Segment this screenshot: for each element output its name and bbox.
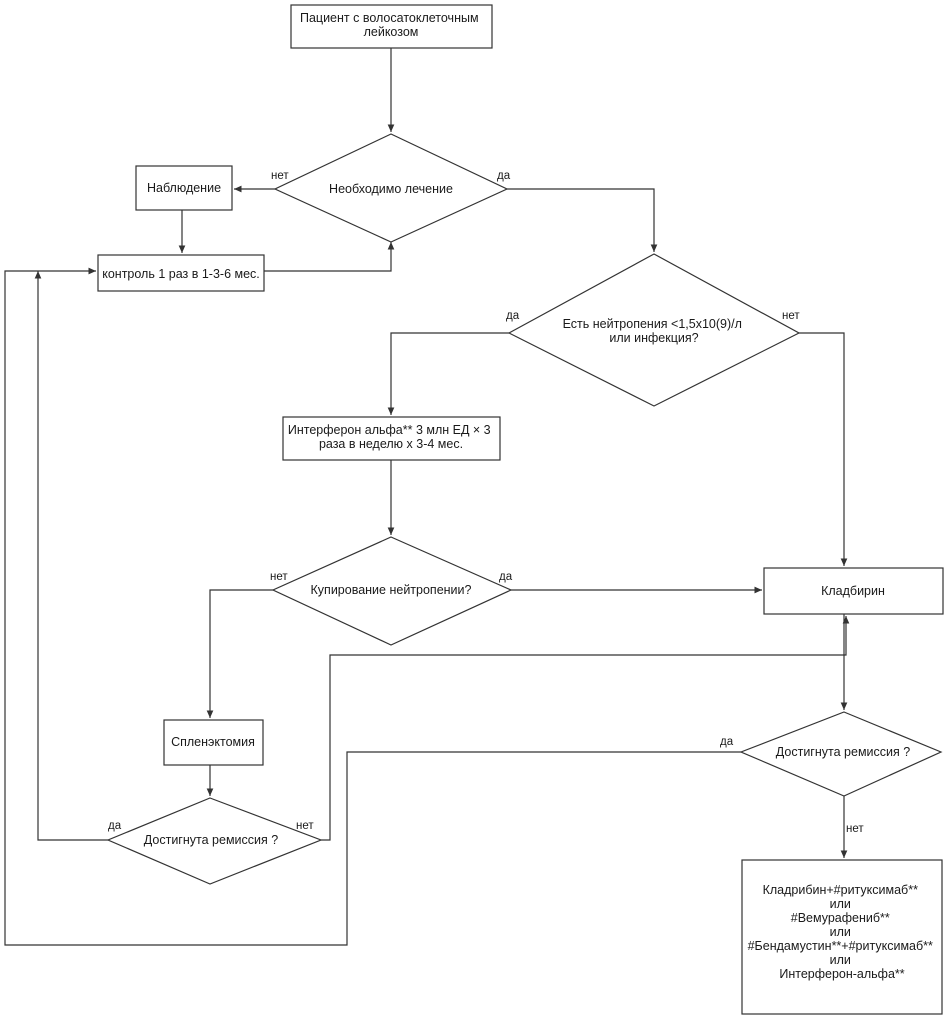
- svg-text:Необходимо лечение: Необходимо лечение: [329, 182, 453, 196]
- decision-need-treatment: Необходимо лечение: [273, 133, 509, 243]
- node-alternatives-line-5: #Бендамустин**+#ритуксимаб**: [748, 939, 933, 953]
- svg-text:Кладрибин+#ритуксимаб**: Кладрибин+#ритуксимаб** или #Вемурафениб…: [748, 883, 937, 981]
- node-interferon-line-2: раза в неделю х 3-4 мес.: [319, 437, 463, 451]
- node-start-line-1: Пациент с волосатоклеточным: [300, 11, 479, 25]
- svg-text:Кладбирин: Кладбирин: [821, 584, 885, 598]
- node-control-label: контроль 1 раз в 1-3-6 мес.: [102, 267, 260, 281]
- node-alternatives-line-7: Интерферон-альфа**: [779, 967, 904, 981]
- edge-label-rem-right-yes: да: [720, 736, 734, 748]
- node-alternatives: Кладрибин+#ритуксимаб** или #Вемурафениб…: [741, 859, 943, 1015]
- node-alternatives-line-6: или: [830, 953, 851, 967]
- node-splenectomy: Спленэктомия: [163, 719, 264, 766]
- svg-text:Достигнута ремиссия ?: Достигнута ремиссия ?: [144, 833, 278, 847]
- edge-labels: нет да да нет нет да да нет да нет: [108, 170, 864, 835]
- edge-remission-left-to-control: [34, 271, 108, 841]
- svg-text:Достигнута ремиссия ?: Достигнута ремиссия ?: [776, 745, 910, 759]
- edge-label-rem-left-no: нет: [296, 820, 314, 832]
- edge-label-rem-right-no: нет: [846, 823, 864, 835]
- node-alternatives-line-1: Кладрибин+#ритуксимаб**: [763, 883, 919, 897]
- svg-text:Пациент с волосатоклеточным: Пациент с волосатоклеточным лейкозом: [300, 11, 482, 39]
- node-alternatives-line-3: #Вемурафениб**: [791, 911, 890, 925]
- node-start-line-2: лейкозом: [364, 25, 419, 39]
- node-observation-label: Наблюдение: [147, 181, 221, 195]
- decision-neutropenia-relief: Купирование нейтропении?: [271, 536, 513, 646]
- node-control: контроль 1 раз в 1-3-6 мес.: [97, 254, 265, 292]
- nodes: Пациент с волосатоклеточным лейкозом Нео…: [97, 4, 944, 1015]
- svg-text:Интерферон альфа** 3 млн ЕД ×: Интерферон альфа** 3 млн ЕД × 3 раза в н…: [288, 423, 494, 451]
- edge-remission-left-to-cladribine: [321, 616, 850, 841]
- decision-need-treatment-label: Необходимо лечение: [329, 182, 453, 196]
- decision-neutropenia: Есть нейтропения <1,5x10(9)/л или инфекц…: [507, 253, 801, 407]
- svg-text:Спленэктомия: Спленэктомия: [171, 735, 255, 749]
- decision-remission-left: Достигнута ремиссия ?: [106, 797, 323, 885]
- edge-label-neutro-yes: да: [506, 310, 520, 322]
- svg-text:Наблюдение: Наблюдение: [147, 181, 221, 195]
- edge-remission-right-to-control: [4, 267, 741, 946]
- edge-relief-to-splenectomy: [206, 589, 273, 718]
- svg-text:Есть нейтропения <1,5x10(9)/л: Есть нейтропения <1,5x10(9)/л или инфекц…: [563, 317, 746, 345]
- decision-neutropenia-line-1: Есть нейтропения <1,5x10(9)/л: [563, 317, 742, 331]
- node-splenectomy-label: Спленэктомия: [171, 735, 255, 749]
- svg-text:контроль 1 раз в 1-3-6 мес.: контроль 1 раз в 1-3-6 мес.: [102, 267, 260, 281]
- edge-label-relief-no: нет: [270, 571, 288, 583]
- connectors: [4, 48, 850, 946]
- decision-remission-left-label: Достигнута ремиссия ?: [144, 833, 278, 847]
- edge-label-neutro-no: нет: [782, 310, 800, 322]
- node-interferon-line-1: Интерферон альфа** 3 млн ЕД × 3: [288, 423, 491, 437]
- node-cladribine: Кладбирин: [763, 567, 944, 615]
- decision-remission-right: Достигнута ремиссия ?: [739, 711, 943, 797]
- node-interferon: Интерферон альфа** 3 млн ЕД × 3 раза в н…: [282, 416, 501, 461]
- node-alternatives-line-2: или: [830, 897, 851, 911]
- decision-remission-right-label: Достигнута ремиссия ?: [776, 745, 910, 759]
- edge-neutropenia-to-cladribine: [799, 332, 848, 566]
- edge-label-need-yes: да: [497, 170, 511, 182]
- edge-need-to-neutropenia: [507, 188, 658, 252]
- edge-control-to-need: [264, 242, 395, 272]
- node-start: Пациент с волосатоклеточным лейкозом: [290, 4, 493, 49]
- edge-label-need-no: нет: [271, 170, 289, 182]
- edge-label-rem-left-yes: да: [108, 820, 122, 832]
- edge-neutropenia-to-interferon: [387, 332, 509, 415]
- edge-label-relief-yes: да: [499, 571, 513, 583]
- node-cladribine-label: Кладбирин: [821, 584, 885, 598]
- node-alternatives-line-4: или: [830, 925, 851, 939]
- node-observation: Наблюдение: [135, 165, 233, 211]
- decision-neutropenia-line-2: или инфекция?: [609, 331, 698, 345]
- decision-neutropenia-relief-label: Купирование нейтропении?: [311, 583, 472, 597]
- svg-text:Купирование нейтропении?: Купирование нейтропении?: [311, 583, 472, 597]
